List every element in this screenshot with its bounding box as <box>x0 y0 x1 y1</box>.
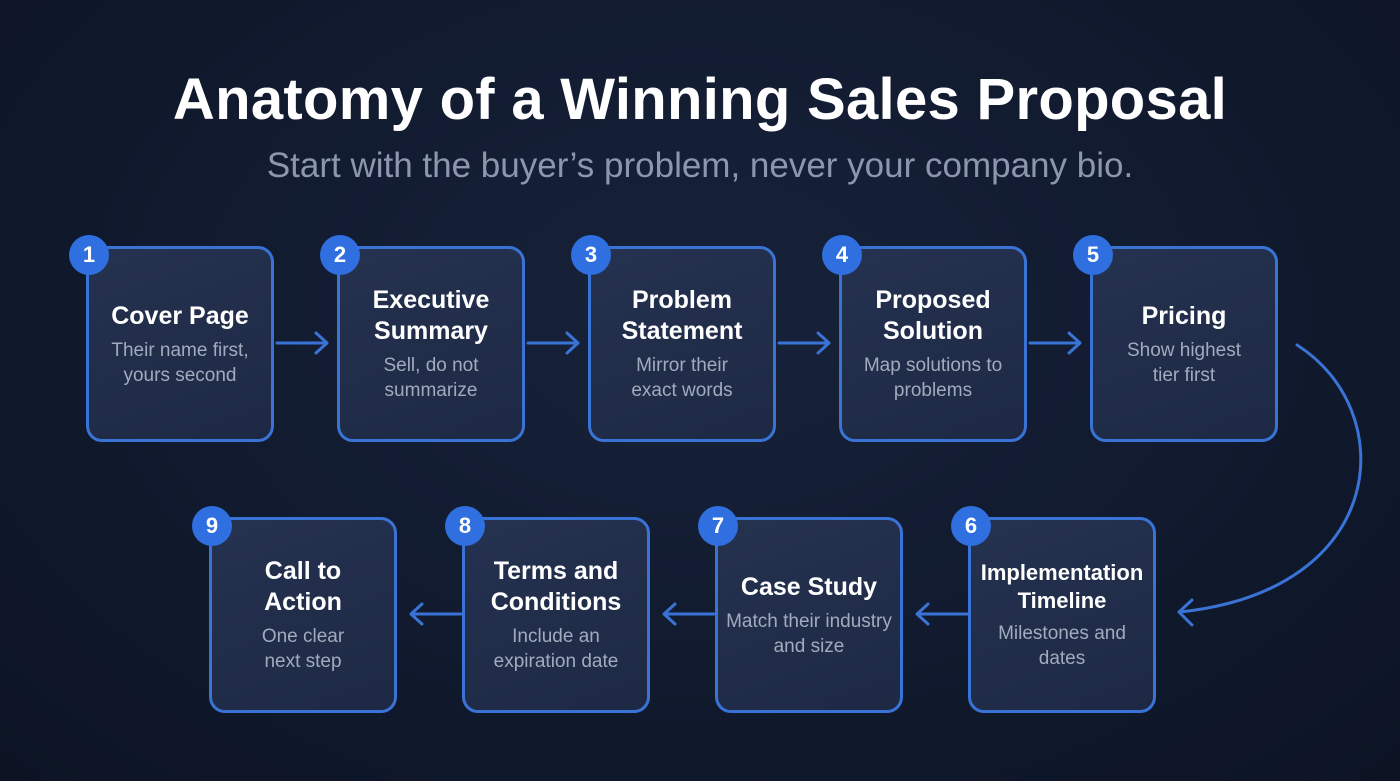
arrow-5-6 <box>1178 343 1363 614</box>
step-number-badge: 5 <box>1073 235 1113 275</box>
step-cover-page: 1 Cover Page Their name first, yours sec… <box>69 235 274 442</box>
step-title: Executive Summary <box>372 286 490 345</box>
step-pricing: 5 Pricing Show highest tier first <box>1073 235 1278 442</box>
step-number-badge: 3 <box>571 235 611 275</box>
step-case-study: 7 Case Study Match their industry and si… <box>698 506 903 713</box>
step-terms-and-conditions: 8 Terms and Conditions Include an expira… <box>445 506 650 713</box>
step-title: Pricing <box>1141 301 1227 330</box>
arrow-1-2 <box>275 331 329 355</box>
arrow-2-3 <box>526 331 580 355</box>
step-title: Cover Page <box>111 301 249 330</box>
arrow-4-5 <box>1028 331 1082 355</box>
arrow-6-7 <box>915 602 969 626</box>
step-proposed-solution: 4 Proposed Solution Map solutions to pro… <box>822 235 1027 442</box>
step-description: Map solutions to problems <box>863 355 1003 401</box>
step-description: Match their industry and size <box>726 610 892 657</box>
step-number-badge: 1 <box>69 235 109 275</box>
step-call-to-action: 9 Call to Action One clear next step <box>192 506 397 713</box>
step-description: One clear next step <box>261 626 345 672</box>
step-title: Terms and Conditions <box>490 557 622 616</box>
step-number-badge: 6 <box>951 506 991 546</box>
arrow-8-9 <box>409 602 463 626</box>
arrow-7-8 <box>662 602 716 626</box>
step-description: Mirror their exact words <box>631 355 733 401</box>
step-description: Include an expiration date <box>493 626 619 672</box>
step-executive-summary: 2 Executive Summary Sell, do not summari… <box>320 235 525 442</box>
step-number-badge: 8 <box>445 506 485 546</box>
page-title: Anatomy of a Winning Sales Proposal <box>172 67 1228 132</box>
step-description: Milestones and dates <box>998 623 1126 669</box>
step-number-badge: 4 <box>822 235 862 275</box>
step-title: Implementation Timeline <box>980 560 1144 613</box>
arrow-3-4 <box>777 331 831 355</box>
step-description: Their name first, yours second <box>111 339 249 386</box>
step-description: Show highest tier first <box>1126 339 1242 386</box>
step-title: Case Study <box>740 572 878 601</box>
step-number-badge: 2 <box>320 235 360 275</box>
step-problem-statement: 3 Problem Statement Mirror their exact w… <box>571 235 776 442</box>
step-description: Sell, do not summarize <box>383 355 479 401</box>
step-number-badge: 9 <box>192 506 232 546</box>
step-title: Call to Action <box>264 557 342 616</box>
page-subtitle: Start with the buyer’s problem, never yo… <box>266 146 1134 185</box>
step-number-badge: 7 <box>698 506 738 546</box>
step-title: Problem Statement <box>621 286 743 345</box>
step-title: Proposed Solution <box>875 286 991 345</box>
step-implementation-timeline: 6 Implementation Timeline Milestones and… <box>951 506 1156 713</box>
